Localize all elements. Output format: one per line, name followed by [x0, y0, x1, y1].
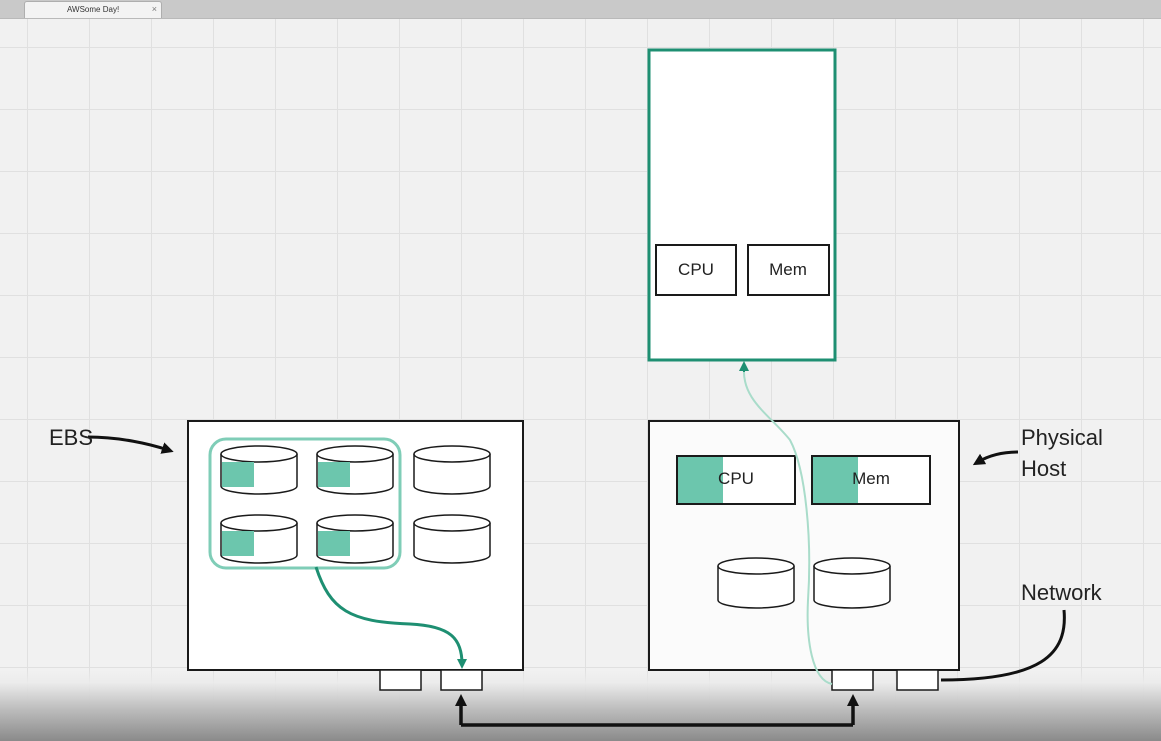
ebs-box: [187, 420, 524, 691]
ebs-network-port: [440, 669, 483, 691]
volume-group-outline: [208, 437, 402, 570]
physical-host-annotation: Physical: [1021, 425, 1103, 450]
ebs-annotation-arrow: [87, 435, 174, 454]
physical-host-annotation-line2: Host: [1021, 456, 1066, 481]
ebs-volume: [413, 445, 491, 495]
host-network-port: [831, 669, 874, 691]
host-mem-box: Mem: [811, 455, 931, 505]
ebs-volume: [220, 445, 298, 495]
physical-host-box: CPU Mem: [648, 420, 960, 691]
tab-bar: AWSome Day! ×: [0, 0, 1161, 19]
close-icon[interactable]: ×: [151, 4, 157, 14]
host-disk: [717, 557, 795, 609]
tab-label: AWSome Day!: [67, 5, 120, 14]
bottom-shade: [0, 670, 1161, 741]
volume-to-port-arrow: [314, 566, 467, 669]
host-annotation-arrow: [972, 450, 1019, 466]
network-annotation-line: [940, 609, 1066, 682]
instance-mem-label: Mem: [769, 260, 807, 279]
ebs-volume: [316, 445, 394, 495]
host-cpu-box: CPU: [676, 455, 796, 505]
instance-cpu-box: CPU: [655, 244, 737, 296]
host-network-port: [896, 669, 939, 691]
ebs-volume: [413, 514, 491, 564]
tab-awsome-day[interactable]: AWSome Day! ×: [24, 1, 162, 18]
instance-mem-box: Mem: [747, 244, 830, 296]
ebs-volume: [316, 514, 394, 564]
network-annotation: Network: [1021, 580, 1103, 605]
ebs-network-port: [379, 669, 422, 691]
host-mem-label: Mem: [852, 469, 890, 488]
host-disk: [813, 557, 891, 609]
instance-box: CPU Mem: [647, 48, 837, 362]
ebs-volume: [220, 514, 298, 564]
instance-cpu-label: CPU: [678, 260, 714, 279]
host-cpu-label: CPU: [718, 469, 754, 488]
ebs-annotation: EBS: [49, 425, 93, 450]
host-to-instance-line: [742, 367, 833, 685]
